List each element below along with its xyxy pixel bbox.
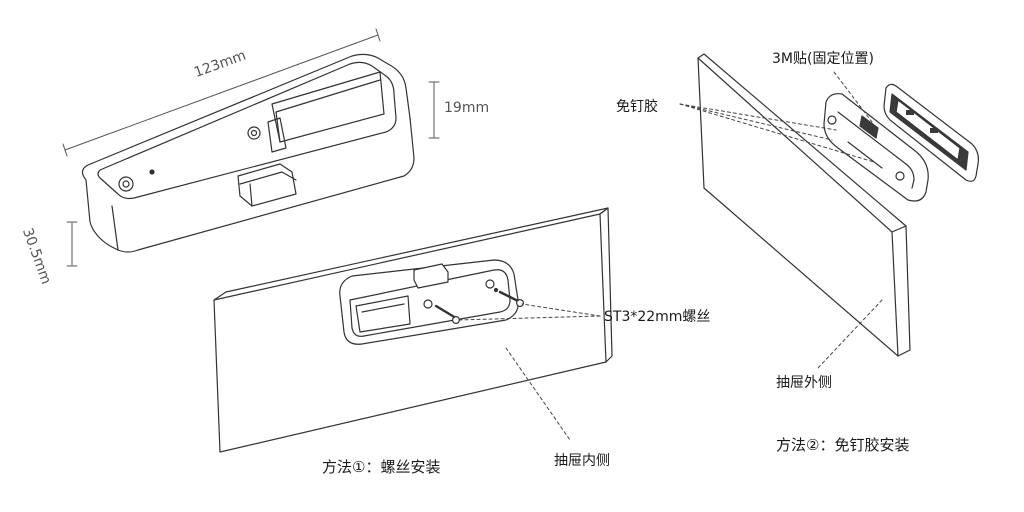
callout-no-drill-glue: 免钉胶	[616, 99, 658, 115]
method-2-caption: 方法②：免钉胶安装	[776, 436, 910, 454]
board-glue-install	[697, 53, 979, 357]
callout-drawer-outside: 抽屉外侧	[776, 375, 832, 391]
method-1-caption: 方法①：螺丝安装	[322, 458, 441, 476]
callout-drawer-inside: 抽屉内侧	[554, 453, 610, 469]
leader-lines	[457, 71, 883, 441]
callout-screw: ST3*22mm螺丝	[604, 309, 711, 325]
callout-3m-tape: 3M贴(固定位置)	[772, 51, 874, 67]
board-screw-install	[213, 207, 613, 453]
lock-body-dimensioned	[62, 28, 440, 267]
dimension-height-label: 19mm	[444, 100, 490, 116]
